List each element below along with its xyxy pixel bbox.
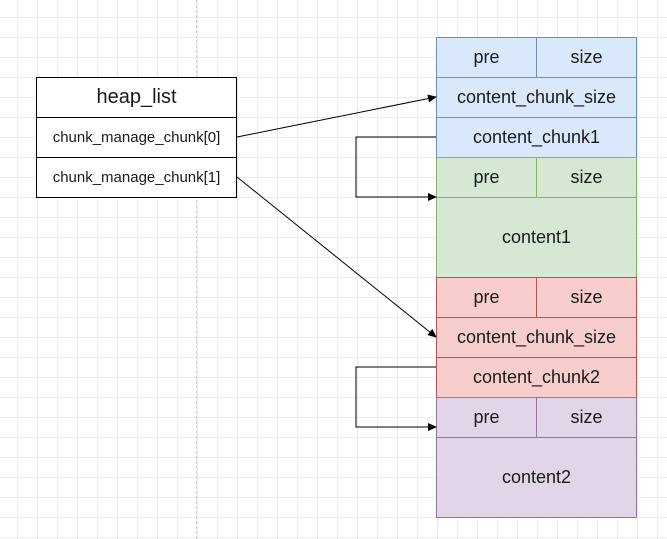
content1-pre: pre [436, 157, 537, 198]
arrow-entry0-to-chunk0 [236, 94, 437, 138]
chunk1-content-chunk-size: content_chunk_size [436, 317, 637, 358]
chunk0-content-chunk-pointer: content_chunk1 [436, 117, 637, 158]
arrow-entry1-to-chunk1 [236, 176, 437, 338]
content2-size: size [536, 397, 637, 438]
arrow-content-chunk1-to-content1 [355, 136, 437, 201]
content1-data: content1 [436, 197, 637, 278]
chunk1-content-chunk-pointer: content_chunk2 [436, 357, 637, 398]
heap-list-title: heap_list [36, 77, 237, 118]
page-guide-line [196, 0, 197, 539]
arrow-content-chunk2-to-content2 [355, 366, 437, 431]
chunk0-size: size [536, 37, 637, 78]
heap-list-entry-1: chunk_manage_chunk[1] [36, 157, 237, 198]
chunk0-content-chunk-size: content_chunk_size [436, 77, 637, 118]
content2-data: content2 [436, 437, 637, 518]
